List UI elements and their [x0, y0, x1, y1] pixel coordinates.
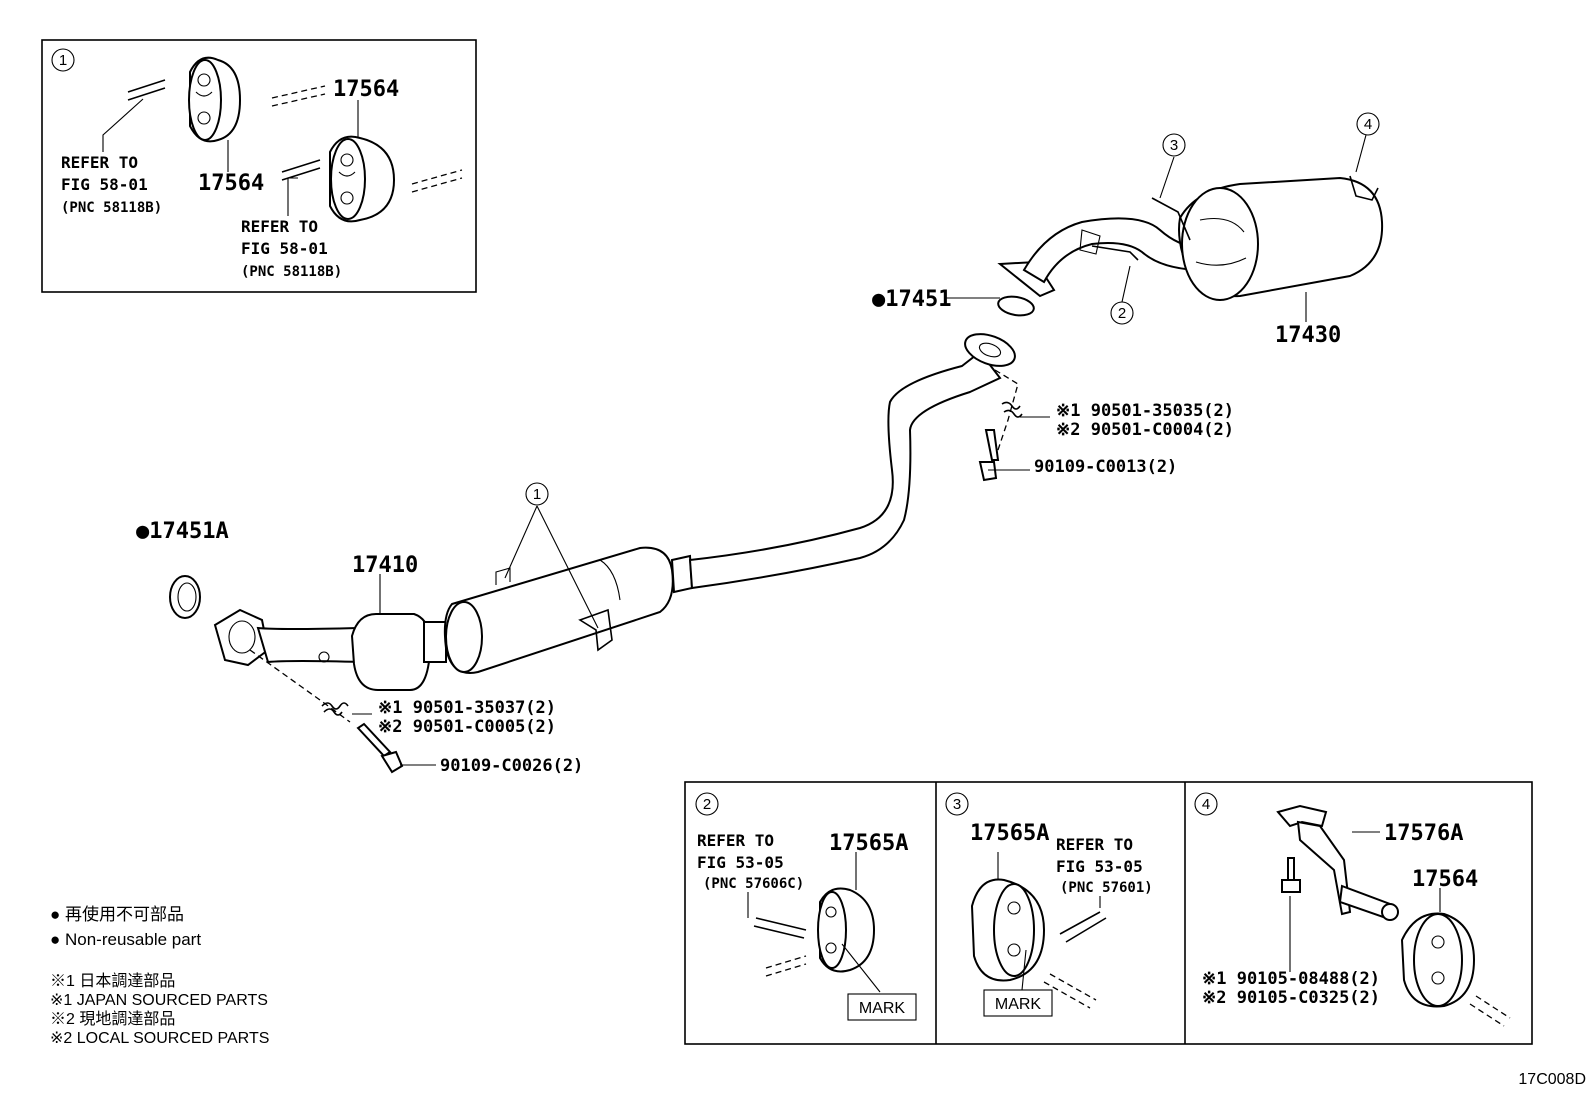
- mark-2-box: [847, 993, 917, 1021]
- leader-mark-3: [1021, 949, 1027, 991]
- inset-2-callout: 2: [703, 796, 711, 813]
- leader-ref-b: [287, 177, 298, 216]
- leader-ref-a: [102, 98, 144, 152]
- ref-3-line3: (PNC 57601): [1060, 880, 1153, 896]
- inset-1-frame: [41, 39, 477, 293]
- catalytic-converter: [350, 613, 432, 691]
- center-muffler: [443, 546, 674, 674]
- callout-1: 1: [533, 486, 541, 503]
- bolt-4[interactable]: [1281, 857, 1301, 893]
- hanger-rubber-2[interactable]: [817, 887, 876, 973]
- inset-1: 1 17564 17564 REFER TO FIG 58-01: [41, 39, 477, 293]
- part-number-17430: 17430: [1275, 323, 1341, 348]
- callout-2-circle: [1110, 301, 1134, 325]
- ref-b-line3: (PNC 58118B): [241, 264, 342, 280]
- inset-4-callout: 4: [1202, 796, 1210, 813]
- front-spring-line1: ※1 90501-35037(2): [378, 698, 556, 718]
- legend-local-en: ※2 LOCAL SOURCED PARTS: [50, 1030, 269, 1047]
- callout-2: 2: [1118, 305, 1126, 322]
- front-bolt: 90109-C0026(2): [440, 756, 583, 776]
- ref-b-line1: REFER TO: [241, 217, 318, 236]
- front-spring-line2: ※2 90501-C0005(2): [378, 717, 556, 737]
- hanger-rubber-3[interactable]: [970, 878, 1046, 982]
- part-number-17565A-3: 17565A: [970, 821, 1049, 846]
- mark-2-label: MARK: [859, 1000, 906, 1017]
- gasket-rear: [997, 295, 1035, 317]
- tailpipe-assembly[interactable]: [997, 175, 1384, 318]
- legend-nonreusable-en: ● Non-reusable part: [50, 930, 201, 949]
- legend-nonreusable-jp: ● 再使用不可部品: [50, 904, 184, 924]
- callout-4: 4: [1364, 116, 1372, 133]
- rear-flange: [964, 333, 1016, 367]
- hanger-rod-lower-left: [281, 159, 321, 181]
- inset-2: 2 17565A REFER TO FIG 53-05 (PNC 57606C)…: [695, 792, 917, 1021]
- ref-a-line1: REFER TO: [61, 153, 138, 172]
- rear-spring-line1: ※1 90501-35035(2): [1056, 401, 1234, 421]
- rear-bolt: 90109-C0013(2): [1034, 457, 1177, 477]
- inset-3-callout: 3: [953, 796, 961, 813]
- ref-a-line2: FIG 58-01: [61, 175, 148, 194]
- inset-1-callout: 1: [59, 52, 67, 69]
- rod-4: [1469, 995, 1511, 1027]
- intermediate-pipe: [688, 350, 1002, 590]
- figure-code: 17C008D: [1518, 1071, 1586, 1088]
- leader-callout-3: [1159, 156, 1175, 199]
- bracket-17576A[interactable]: [1276, 804, 1399, 921]
- hanger-rod-upper-right: [271, 85, 326, 107]
- callout-3-circle: [1162, 133, 1186, 157]
- rod-2-upper: [753, 917, 807, 939]
- hanger-rod-lower-right: [411, 169, 463, 193]
- inset-4: 4 17576A 17564 ※1 90105-08488(2) ※2 9010…: [1194, 792, 1511, 1027]
- hanger-rubber-4[interactable]: [1400, 912, 1476, 1008]
- part-number-17410: 17410: [352, 553, 418, 578]
- callout-3: 3: [1170, 137, 1178, 154]
- mark-3-box: [983, 989, 1053, 1017]
- ref-a-line3: (PNC 58118B): [61, 200, 162, 216]
- ref-2-line1: REFER TO: [697, 831, 774, 850]
- leader-callout-4: [1355, 134, 1367, 173]
- part-number-17564-left: 17564: [198, 171, 264, 196]
- callout-1-circle: [525, 482, 549, 506]
- part-number-17565A-2: 17565A: [829, 831, 908, 856]
- hanger-rod-upper-left: [127, 79, 166, 101]
- inset-3: 3 17565A REFER TO FIG 53-05 (PNC 57601) …: [945, 792, 1153, 1017]
- rod-3-upper: [1059, 911, 1107, 943]
- hanger-rubber-lower[interactable]: [329, 135, 396, 223]
- ref-2-line3: (PNC 57606C): [703, 876, 804, 892]
- ref-2-line2: FIG 53-05: [697, 853, 784, 872]
- rear-spring-bolt[interactable]: [978, 369, 1023, 482]
- rear-spring-line2: ※2 90501-C0004(2): [1056, 420, 1234, 440]
- ref-3-line2: FIG 53-05: [1056, 857, 1143, 876]
- legend-japan-en: ※1 JAPAN SOURCED PARTS: [50, 992, 268, 1009]
- bolt-4-line1: ※1 90105-08488(2): [1202, 969, 1380, 989]
- mark-3-label: MARK: [995, 996, 1042, 1013]
- front-spring-bolt[interactable]: [249, 649, 404, 774]
- part-number-17451A: ●17451A: [136, 519, 229, 544]
- inset-frame-bottom: [684, 781, 1533, 1045]
- legend-local-jp: ※2 現地調達部品: [50, 1010, 175, 1028]
- hanger-rubber-upper[interactable]: [188, 56, 242, 143]
- ref-b-line2: FIG 58-01: [241, 239, 328, 258]
- inset-1-callout-circle: [51, 48, 75, 72]
- legend: ● 再使用不可部品 ● Non-reusable part ※1 日本調達部品 …: [50, 904, 269, 1047]
- part-number-17451: ●17451: [872, 287, 951, 312]
- leader-mark-2: [841, 943, 881, 993]
- ref-3-line1: REFER TO: [1056, 835, 1133, 854]
- leader-callout-2: [1121, 265, 1131, 303]
- part-number-17564-top: 17564: [333, 77, 399, 102]
- bolt-4-line2: ※2 90105-C0325(2): [1202, 988, 1380, 1008]
- rod-2-lower: [765, 955, 807, 977]
- part-number-17564-4: 17564: [1412, 867, 1478, 892]
- legend-japan-jp: ※1 日本調達部品: [50, 972, 175, 990]
- leader-callout-1: [504, 505, 599, 629]
- rod-3-lower: [1043, 973, 1097, 1009]
- front-exhaust-pipe[interactable]: [169, 328, 1019, 691]
- part-number-17576A: 17576A: [1384, 821, 1463, 846]
- callout-4-circle: [1356, 112, 1380, 136]
